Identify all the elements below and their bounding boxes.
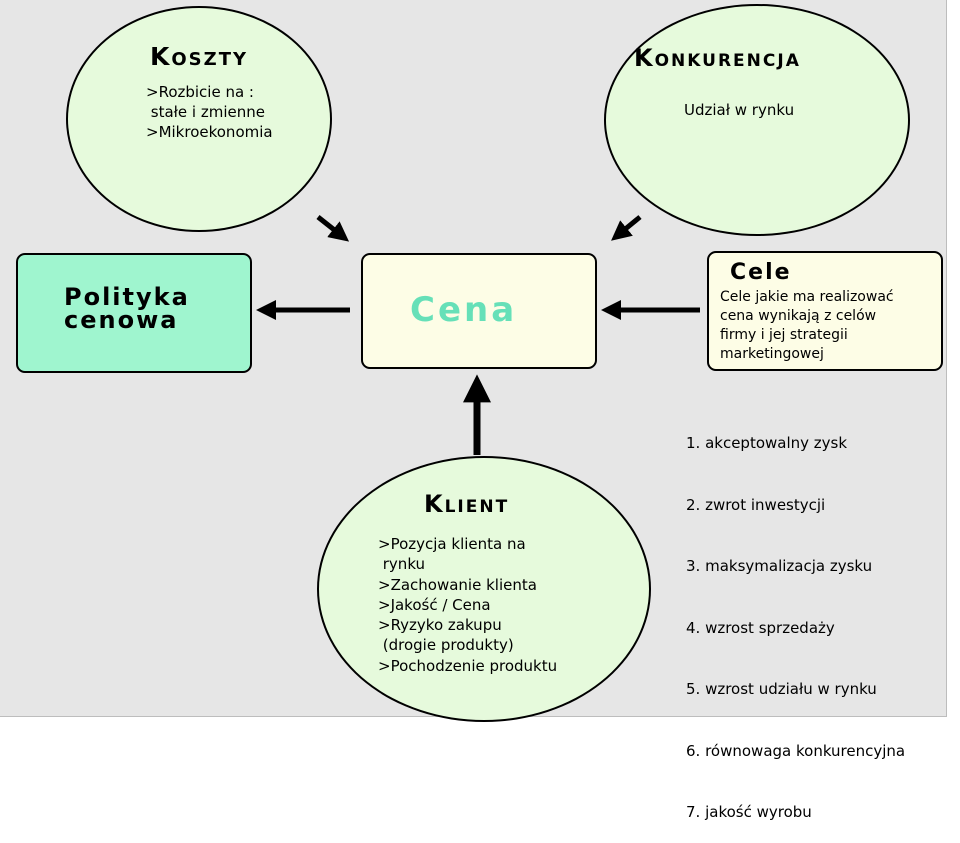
polityka-cenowa-title: Polityka cenowa <box>64 283 190 334</box>
koszty-circle <box>66 6 332 232</box>
goal-item: 1. akceptowalny zysk <box>686 434 848 452</box>
goal-item: 2. zwrot inwestycji <box>686 495 826 514</box>
goal-item: 7. jakość wyrobu <box>686 803 812 821</box>
goal-item: 4. wzrost sprzedaży <box>686 618 835 637</box>
cele-title: Cele <box>730 260 792 285</box>
konkurencja-text: Udział w rynku <box>684 101 795 119</box>
cele-text: Cele jakie ma realizować cena wynikają z… <box>720 289 894 362</box>
klient-title: Klient <box>424 490 510 518</box>
cena-box <box>361 253 597 369</box>
goal-item: 3. maksymalizacja zysku <box>686 557 873 575</box>
konkurencja-circle <box>604 4 910 236</box>
koszty-title: Koszty <box>150 42 249 71</box>
goal-item: 6. równowaga konkurencyjna <box>686 741 906 760</box>
polityka-cenowa-box <box>16 253 252 373</box>
goal-item: 5. wzrost udziału w rynku <box>686 680 877 698</box>
koszty-text: >Rozbicie na : stałe i zmienne >Mikroeko… <box>146 83 273 141</box>
arrow-koszty-to-cena <box>316 215 350 242</box>
arrows-layer <box>256 215 700 455</box>
cena-title: Cena <box>410 290 518 330</box>
arrow-konkurencja-to-cena <box>611 215 642 241</box>
cele-box <box>707 251 943 371</box>
konkurencja-title: Konkurencja <box>634 44 801 72</box>
klient-circle <box>317 456 651 722</box>
klient-text: >Pozycja klienta na rynku >Zachowanie kl… <box>378 535 558 675</box>
